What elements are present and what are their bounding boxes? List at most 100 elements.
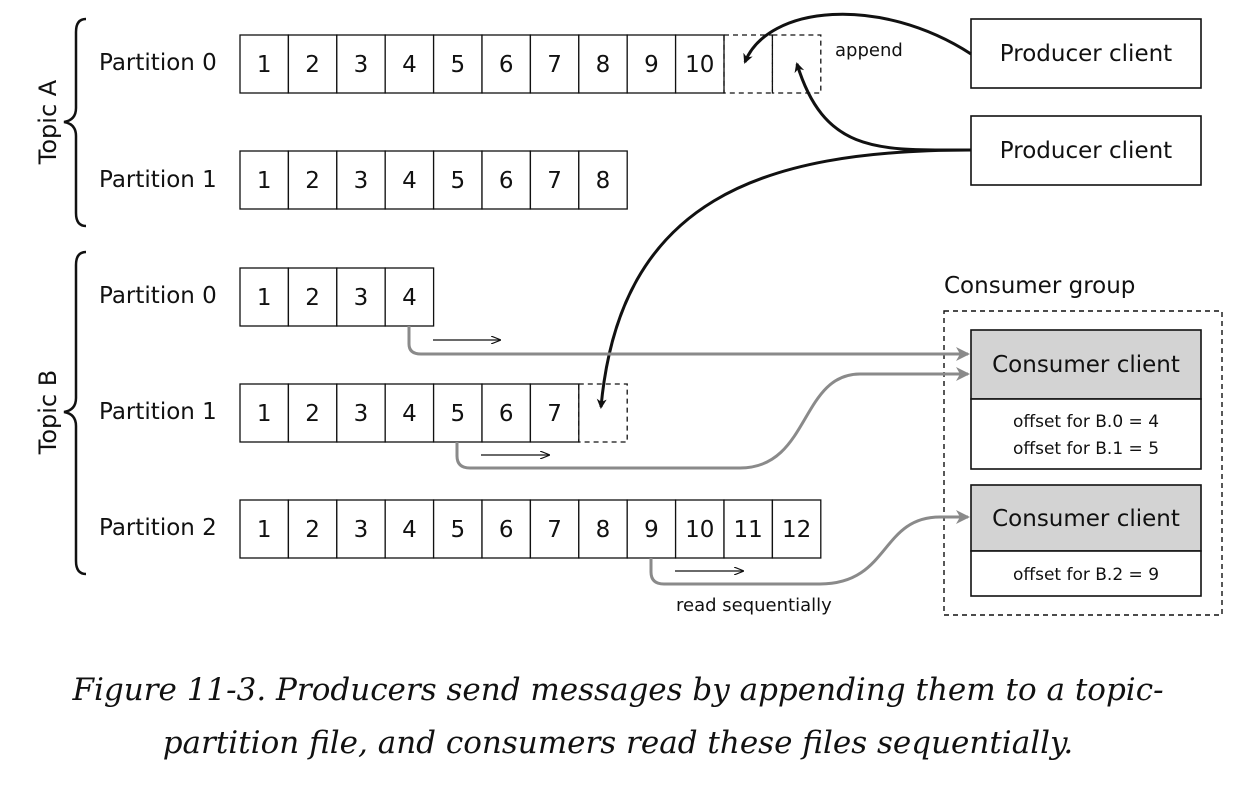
append-label: append [835, 40, 903, 61]
partition-a0-cell [432, 34, 483, 94]
partition-a0-offset: 5 [450, 52, 465, 78]
partition-b2-offset: 11 [734, 517, 763, 543]
partition-a0-pending-slot [771, 34, 822, 94]
partition-label-b1: Partition 1 [99, 399, 217, 425]
producer-client-1: Producer client [970, 18, 1202, 89]
consumer-group-box [943, 310, 1223, 616]
partition-a0-offset: 7 [547, 52, 562, 78]
partition-b1-offset: 6 [499, 401, 514, 427]
caption-line-2: partition file, and consumers read these… [162, 725, 1074, 761]
partition-a1-cell [384, 150, 435, 210]
consumer-group-title: Consumer group [944, 273, 1135, 299]
partition-a1-offset: 6 [499, 168, 514, 194]
partition-b0-offset: 3 [354, 285, 369, 311]
partition-b2-cell [287, 499, 338, 559]
partition-b2-offset: 12 [782, 517, 811, 543]
partition-b0-cell [287, 267, 338, 327]
partition-a1-offset: 7 [547, 168, 562, 194]
partition-b2-offset: 1 [257, 517, 272, 543]
consumer-client-1-offset-b0: offset for B.0 = 4 [1013, 412, 1159, 432]
partition-a0-cell [674, 34, 725, 94]
partition-a1-cell [287, 150, 338, 210]
partition-a0-offset: 8 [596, 52, 611, 78]
partition-b2-cell [384, 499, 435, 559]
partition-a0-offset: 3 [354, 52, 369, 78]
partition-a0-offset: 4 [402, 52, 417, 78]
topic-b-brace [63, 250, 87, 576]
partition-label-b0: Partition 0 [99, 283, 217, 309]
partition-b1-cell [432, 383, 483, 443]
figure-caption: Figure 11-3. Producers send messages by … [0, 664, 1236, 770]
partition-a1-offset: 2 [305, 168, 320, 194]
partition-a1-offset: 3 [354, 168, 369, 194]
partition-b1-offset: 1 [257, 401, 272, 427]
partition-a1-offset: 5 [450, 168, 465, 194]
partition-b1-cell [336, 383, 386, 443]
topic-a-brace [63, 17, 87, 228]
partition-b2-cell [723, 499, 774, 559]
partition-b1-offset: 4 [402, 401, 417, 427]
partition-a0-cell [336, 34, 386, 94]
read-arrow-b1 [455, 367, 970, 470]
partition-b2-offset: 7 [547, 517, 562, 543]
partition-a1-offset: 1 [257, 168, 272, 194]
topic-a-label: Topic A [34, 79, 62, 165]
kafka-diagram: Topic A Topic B Partition 0 Partition 1 … [34, 12, 1223, 616]
partition-a0-cell [626, 34, 677, 94]
partition-a1-cell [578, 150, 628, 210]
partition-a0-cell [239, 34, 290, 94]
consumer-client-2-offset-b2: offset for B.2 = 9 [1013, 565, 1159, 585]
partition-b2-cell [578, 499, 628, 559]
partition-b0-offset: 1 [257, 285, 272, 311]
topic-b-label: Topic B [34, 370, 62, 455]
consumer-client-1-offset-b1: offset for B.1 = 5 [1013, 439, 1159, 459]
partition-a1-cell [336, 150, 386, 210]
producer-client-2: Producer client [970, 115, 1202, 186]
partition-a0-offset: 2 [305, 52, 320, 78]
consumer-client-1: Consumer client offset for B.0 = 4 offse… [970, 329, 1202, 470]
partition-b1-offset: 3 [354, 401, 369, 427]
append-arrow-1 [743, 12, 972, 64]
partition-a0-offset: 10 [685, 52, 714, 78]
consumer-client-2-label: Consumer client [992, 506, 1180, 532]
partition-b2-cell [771, 499, 822, 559]
partition-b1-offset: 2 [305, 401, 320, 427]
partition-b0-cell [384, 267, 435, 327]
partition-b0-cell [239, 267, 290, 327]
partition-b2-offset: 10 [685, 517, 714, 543]
partition-a0-offset: 6 [499, 52, 514, 78]
partition-b2-cell [239, 499, 290, 559]
read-arrow-b0 [407, 326, 970, 361]
partition-a1-cell [481, 150, 532, 210]
append-arrow-2 [794, 62, 972, 152]
partition-a1-cell [529, 150, 580, 210]
partition-b2-offset: 3 [354, 517, 369, 543]
partition-b1-cell [481, 383, 532, 443]
partition-b1-cell [239, 383, 290, 443]
partition-b1-pending-slot [578, 383, 628, 443]
partition-a0-offset: 9 [644, 52, 659, 78]
partition-b2-offset: 6 [499, 517, 514, 543]
partition-b2-cell [674, 499, 725, 559]
partition-a1-offset: 4 [402, 168, 417, 194]
partition-b2-cell [529, 499, 580, 559]
partition-b2-cell [481, 499, 532, 559]
partition-b1-cell [529, 383, 580, 443]
producer-client-1-label: Producer client [1000, 41, 1172, 67]
read-sequentially-label: read sequentially [676, 595, 832, 616]
partition-b1-offset: 7 [547, 401, 562, 427]
partition-b2-offset: 8 [596, 517, 611, 543]
append-arrow-3 [596, 148, 972, 409]
read-arrow-b2 [649, 510, 970, 586]
partition-a0-offset: 1 [257, 52, 272, 78]
partition-a0-cell [481, 34, 532, 94]
partition-label-a0: Partition 0 [99, 50, 217, 76]
partition-b2-offset: 4 [402, 517, 417, 543]
partition-a0-cell [529, 34, 580, 94]
partition-b1-offset: 5 [450, 401, 465, 427]
partition-b0-offset: 4 [402, 285, 417, 311]
partition-b0-cell [336, 267, 386, 327]
producer-client-2-label: Producer client [1000, 138, 1172, 164]
partition-b2-offset: 2 [305, 517, 320, 543]
